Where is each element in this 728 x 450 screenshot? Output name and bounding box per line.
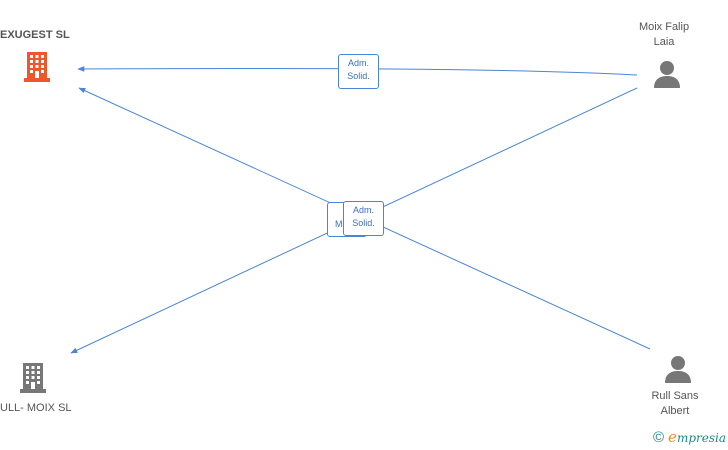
edge-label-line: Adm. [352,205,374,215]
brand-initial: e [668,428,677,446]
person-icon[interactable] [663,354,693,389]
edge-label-line: Adm. [347,58,369,68]
person-moix-label: Moix Falip Laia [630,20,698,50]
person-moix-name2: Laia [653,36,675,48]
company-exugest-label: EXUGEST SL [0,29,70,41]
edge-moix-to-exugest [77,66,638,76]
company-rullmoix-label: ULL- MOIX SL [0,402,72,414]
edge-label-adm-solid[interactable]: Adm. Solid. [343,201,384,236]
person-rull-name2: Albert [660,405,690,417]
edge-label-line: Solid. [347,71,370,81]
copyright-icon: © [652,428,665,446]
edge-label-line: Mar [331,218,363,231]
edge-label-adm-solid[interactable]: Adm. Solid. [338,54,379,89]
building-icon[interactable] [20,361,46,398]
person-rull-label: Rull Sans Albert [641,389,709,419]
brand-name: mpresia [676,431,726,445]
empresia-logo: © empresia [653,428,726,446]
person-rull-name: Rull Sans [651,390,699,402]
edge-label-line: Solid. [352,218,375,228]
person-moix-name: Moix Falip [638,21,690,33]
person-icon[interactable] [652,59,682,94]
building-icon[interactable] [24,50,50,87]
